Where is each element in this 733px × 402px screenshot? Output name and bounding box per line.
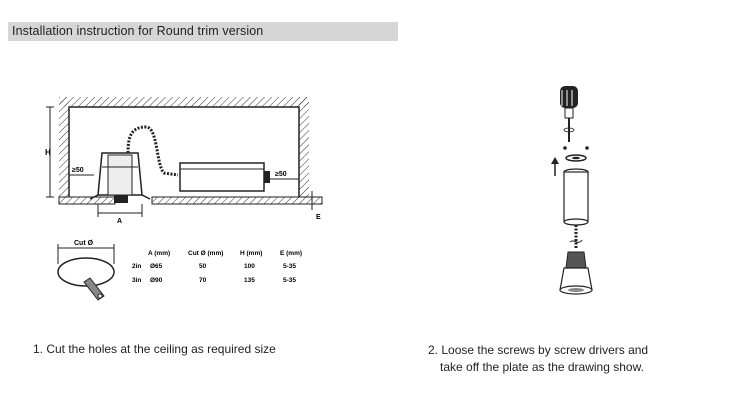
plate-removal-diagram [551, 86, 593, 295]
row2-e: 5-35 [283, 277, 296, 284]
spec-table: A (mm) Cut Ø (mm) H (mm) E (mm) 2in Ø65 … [132, 250, 302, 284]
col-h: H (mm) [240, 250, 262, 257]
ceiling-top-hatch [59, 97, 309, 107]
cylinder-body [563, 171, 589, 223]
row2-size: 3in [132, 277, 141, 284]
row1-e: 5-35 [283, 263, 296, 270]
step-2-caption: 2. Loose the screws by screw drivers and… [428, 342, 648, 376]
step-2-line-2: take off the plate as the drawing show. [440, 360, 644, 374]
row2-h: 135 [244, 277, 255, 284]
section-header: Installation instruction for Round trim … [8, 22, 398, 41]
row2-a: Ø90 [150, 277, 163, 284]
row2-cut: 70 [199, 277, 207, 284]
dim-h-label: H [45, 148, 51, 157]
wall-right-hatch [299, 97, 309, 197]
driver-box [179, 162, 265, 192]
dim-e-label: E [316, 214, 321, 221]
step-2-line-1: 2. Loose the screws by screw drivers and [428, 343, 649, 357]
row1-cut: 50 [199, 263, 207, 270]
ceiling-installation-diagram: H ≥50 ≥50 A E [45, 97, 323, 225]
col-cut: Cut Ø (mm) [188, 250, 223, 257]
gap-right-label: ≥50 [275, 171, 287, 178]
step-1-caption: 1. Cut the holes at the ceiling as requi… [33, 342, 276, 356]
row1-size: 2in [132, 263, 141, 270]
ceiling-board-left [58, 196, 116, 205]
wall-left-hatch [59, 97, 69, 197]
row1-h: 100 [244, 263, 255, 270]
row1-a: Ø65 [150, 263, 163, 270]
ceiling-board-right [151, 196, 323, 205]
col-e: E (mm) [280, 250, 302, 257]
dim-a-label: A [117, 218, 122, 225]
col-a: A (mm) [148, 250, 170, 257]
lamp-unit [565, 251, 587, 269]
screwdriver-handle [560, 86, 578, 108]
section-title: Installation instruction for Round trim … [12, 24, 264, 38]
cut-label: Cut Ø [74, 240, 94, 247]
cut-diameter-sketch: Cut Ø [57, 240, 115, 301]
gap-left-label: ≥50 [72, 167, 84, 174]
